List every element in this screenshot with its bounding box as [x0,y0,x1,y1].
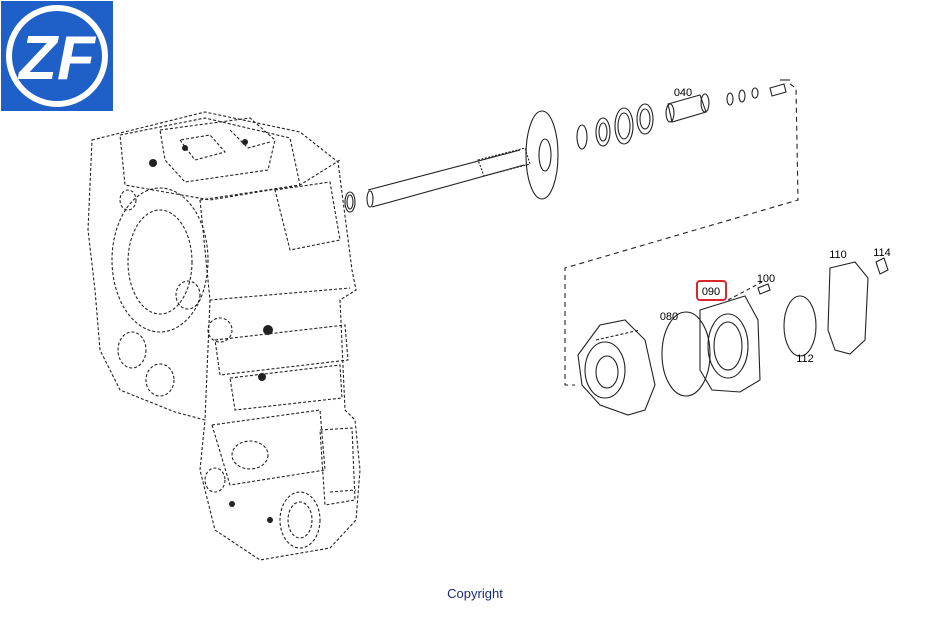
cover-assembly [577,257,889,416]
zf-logo: ZF [1,1,113,111]
callout-080[interactable]: 080 [660,311,678,323]
copyright-notice: Copyright [447,586,503,601]
zf-logo-mark: ZF [6,5,108,107]
transmission-housing [87,111,361,561]
assembly-leader-lines [564,83,799,386]
zf-logo-text: ZF [17,24,97,93]
callout-112[interactable]: 112 [796,353,814,365]
callout-090[interactable]: 090 [702,286,720,298]
housing-details [149,139,273,523]
callout-114[interactable]: 114 [873,247,891,259]
callout-090-highlight [696,280,727,301]
callout-100[interactable]: 100 [757,273,775,285]
shaft-assembly [344,79,790,213]
callout-040[interactable]: 040 [674,87,692,99]
callout-110[interactable]: 110 [829,249,847,261]
